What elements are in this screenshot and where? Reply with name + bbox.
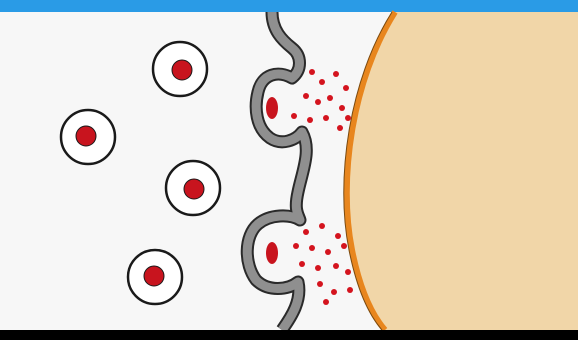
free-vesicle xyxy=(128,250,182,304)
target-cell xyxy=(347,12,578,330)
fused-vesicle-core-upper xyxy=(266,97,278,119)
free-vesicle xyxy=(166,161,220,215)
free-vesicle xyxy=(61,110,115,164)
bottom-band xyxy=(0,330,578,340)
top-band xyxy=(0,0,578,12)
free-vesicle xyxy=(153,42,207,96)
fused-vesicle-core-lower xyxy=(266,242,278,264)
